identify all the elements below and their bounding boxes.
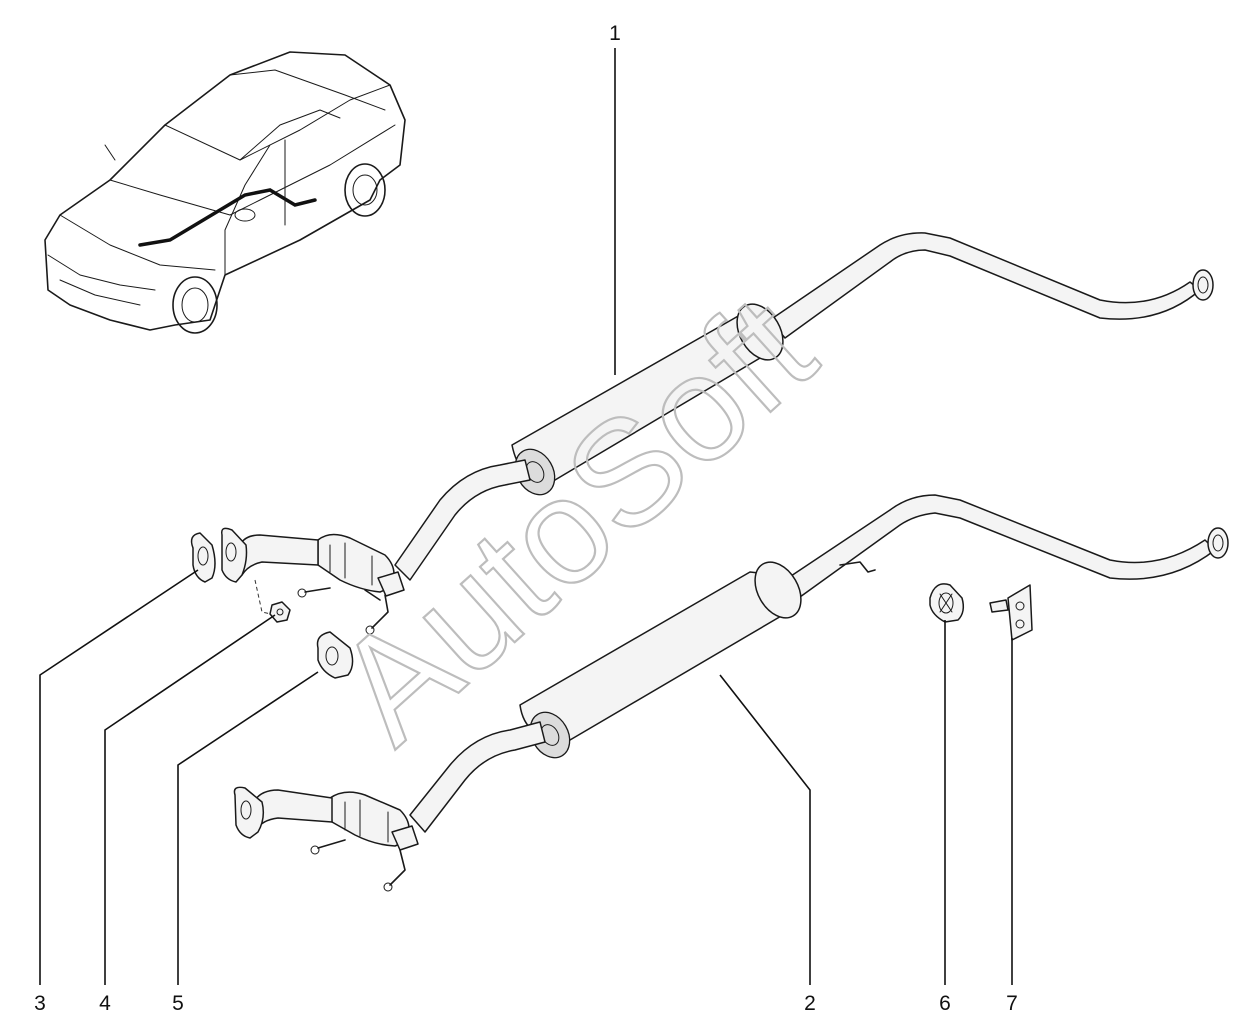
- bracket-part-7: [989, 584, 1033, 641]
- car-location-thumbnail: [44, 51, 406, 334]
- callout-6: 6: [939, 992, 951, 1015]
- rubber-cushion-part-5: [316, 631, 354, 679]
- callout-2: 2: [804, 992, 816, 1015]
- callout-4: 4: [99, 992, 111, 1015]
- callout-3: 3: [34, 992, 46, 1015]
- callout-7: 7: [1006, 992, 1018, 1015]
- muffler-assembly-lower: [233, 494, 1229, 892]
- leader-lines: [39, 48, 1013, 985]
- callout-1: 1: [609, 22, 621, 45]
- rubber-mount-part-6: [929, 583, 965, 623]
- muffler-assembly-complete: [220, 232, 1214, 635]
- nut-part-4: [269, 601, 291, 623]
- gasket-part-3: [190, 532, 216, 583]
- callout-5: 5: [172, 992, 184, 1015]
